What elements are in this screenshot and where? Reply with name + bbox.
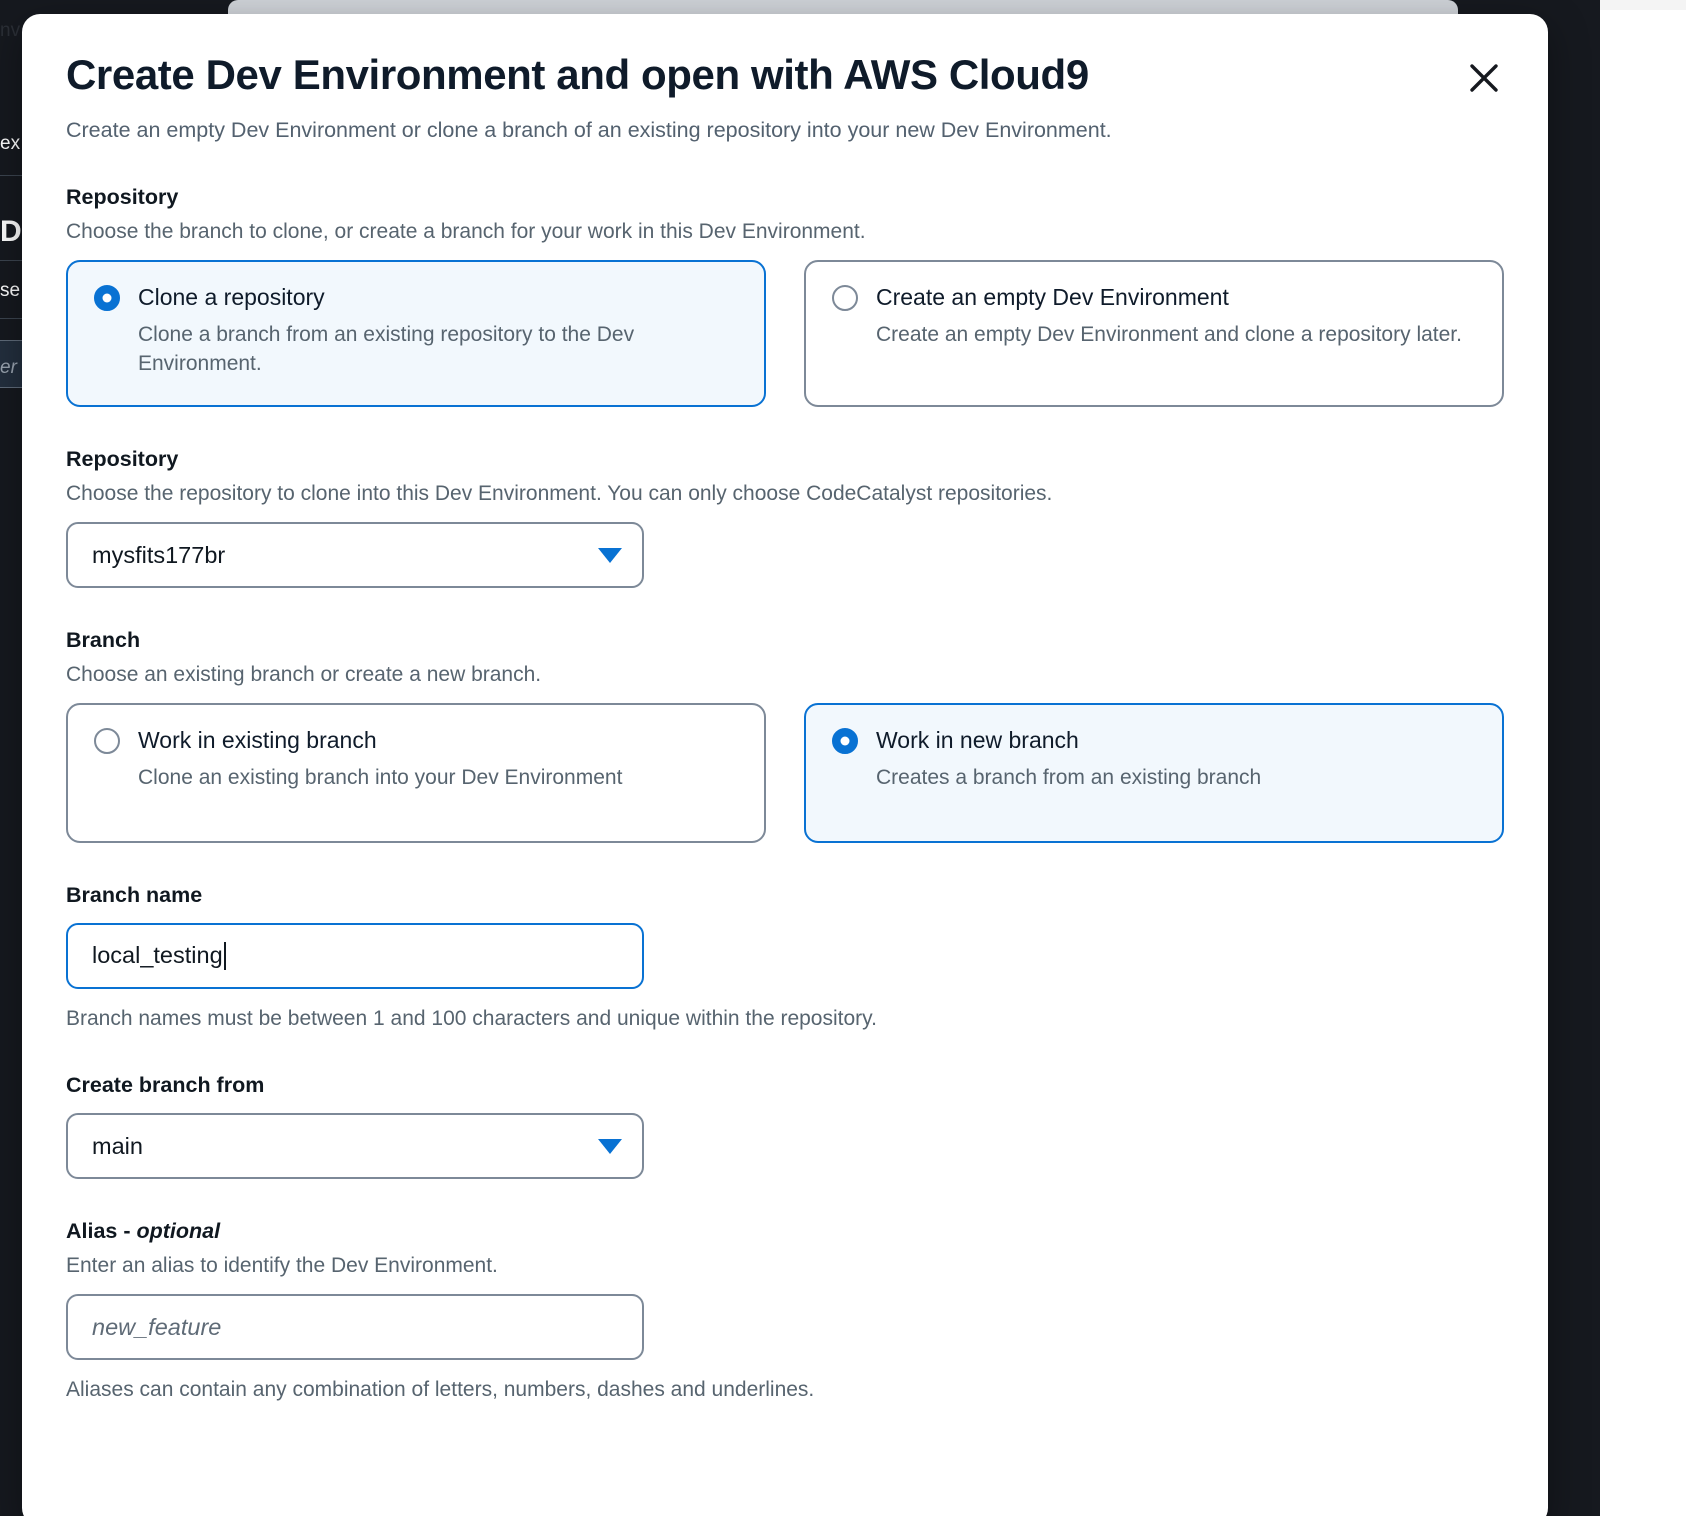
background-text-se: se xyxy=(0,280,21,301)
radio-tile-clone-a-repository[interactable]: Clone a repository Clone a branch from a… xyxy=(66,260,766,407)
create-dev-environment-modal: Create Dev Environment and open with AWS… xyxy=(22,14,1548,1516)
alias-description: Enter an alias to identify the Dev Envir… xyxy=(66,1253,498,1277)
background-text-er: er xyxy=(0,357,17,378)
modal-subtitle: Create an empty Dev Environment or clone… xyxy=(66,118,1112,143)
create-branch-from-label: Create branch from xyxy=(66,1073,265,1098)
radio-tile-header: Create an empty Dev Environment xyxy=(832,284,1476,312)
radio-icon-work-in-existing-branch[interactable] xyxy=(94,727,120,754)
radio-tile-header: Clone a repository xyxy=(94,284,738,312)
radio-tile-description: Create an empty Dev Environment and clon… xyxy=(876,322,1462,346)
repository-source-section: Repository Choose the branch to clone, o… xyxy=(66,185,1504,407)
alias-input[interactable]: new_feature xyxy=(66,1294,644,1361)
text-cursor xyxy=(223,941,226,970)
radio-tile-description: Creates a branch from an existing branch xyxy=(876,765,1262,789)
background-text-nv: nv xyxy=(0,20,21,41)
radio-tile-header: Work in new branch xyxy=(832,727,1476,755)
radio-tile-description: Clone a branch from an existing reposito… xyxy=(138,322,635,375)
branch-name-label: Branch name xyxy=(66,883,203,908)
alias-section: Alias - optional Enter an alias to ident… xyxy=(66,1219,1504,1404)
background-text-d: D xyxy=(0,215,22,248)
branch-mode-options: Work in existing branch Clone an existin… xyxy=(66,703,1504,844)
radio-icon-work-in-new-branch[interactable] xyxy=(832,727,858,754)
branch-name-section: Branch name local_testing Branch names m… xyxy=(66,883,1504,1033)
background-browser-chrome xyxy=(228,0,1458,18)
close-icon xyxy=(1467,61,1501,95)
close-button[interactable] xyxy=(1462,56,1506,100)
background-divider xyxy=(0,260,30,261)
repository-select-label: Repository xyxy=(66,446,179,471)
radio-tile-header: Work in existing branch xyxy=(94,727,738,755)
background-divider xyxy=(0,318,30,319)
radio-icon-create-an-empty-dev-environment[interactable] xyxy=(832,285,858,312)
branch-mode-description: Choose an existing branch or create a ne… xyxy=(66,662,542,686)
modal-title: Create Dev Environment and open with AWS… xyxy=(66,51,1089,98)
radio-icon-clone-a-repository[interactable] xyxy=(94,285,120,312)
repository-source-options: Clone a repository Clone a branch from a… xyxy=(66,260,1504,407)
alias-label-optional: optional xyxy=(136,1219,221,1244)
radio-tile-work-in-existing-branch[interactable]: Work in existing branch Clone an existin… xyxy=(66,703,766,844)
branch-mode-section: Branch Choose an existing branch or crea… xyxy=(66,628,1504,844)
repository-select-section: Repository Choose the repository to clon… xyxy=(66,446,1504,589)
repository-source-label: Repository xyxy=(66,185,179,210)
branch-mode-label: Branch xyxy=(66,628,141,653)
alias-label: Alias - optional xyxy=(66,1219,1504,1245)
branch-name-input[interactable]: local_testing xyxy=(66,922,644,989)
repository-select-description: Choose the repository to clone into this… xyxy=(66,481,1053,505)
repository-select-value: mysfits177br xyxy=(92,541,226,568)
branch-name-helper: Branch names must be between 1 and 100 c… xyxy=(66,1006,877,1030)
alias-label-text: Alias - xyxy=(66,1219,137,1244)
create-branch-from-value: main xyxy=(92,1132,143,1159)
create-branch-from-section: Create branch from main xyxy=(66,1073,1504,1180)
alias-placeholder: new_feature xyxy=(92,1313,222,1340)
radio-tile-work-in-new-branch[interactable]: Work in new branch Creates a branch from… xyxy=(804,703,1504,844)
chevron-down-icon xyxy=(598,547,622,563)
radio-tile-create-an-empty-dev-environment[interactable]: Create an empty Dev Environment Create a… xyxy=(804,260,1504,407)
radio-tile-title: Work in new branch xyxy=(876,727,1079,754)
background-divider xyxy=(0,175,30,176)
radio-tile-title: Clone a repository xyxy=(138,284,325,311)
radio-tile-title: Create an empty Dev Environment xyxy=(876,284,1229,311)
create-branch-from-select[interactable]: main xyxy=(66,1113,644,1180)
repository-select[interactable]: mysfits177br xyxy=(66,522,644,589)
radio-tile-title: Work in existing branch xyxy=(138,727,377,754)
chevron-down-icon xyxy=(598,1138,622,1154)
background-text-ex: ex xyxy=(0,133,21,154)
modal-header: Create Dev Environment and open with AWS… xyxy=(66,14,1504,145)
alias-helper: Aliases can contain any combination of l… xyxy=(66,1378,815,1402)
repository-source-description: Choose the branch to clone, or create a … xyxy=(66,220,866,243)
radio-tile-description: Clone an existing branch into your Dev E… xyxy=(138,765,623,789)
branch-name-value: local_testing xyxy=(92,942,223,969)
